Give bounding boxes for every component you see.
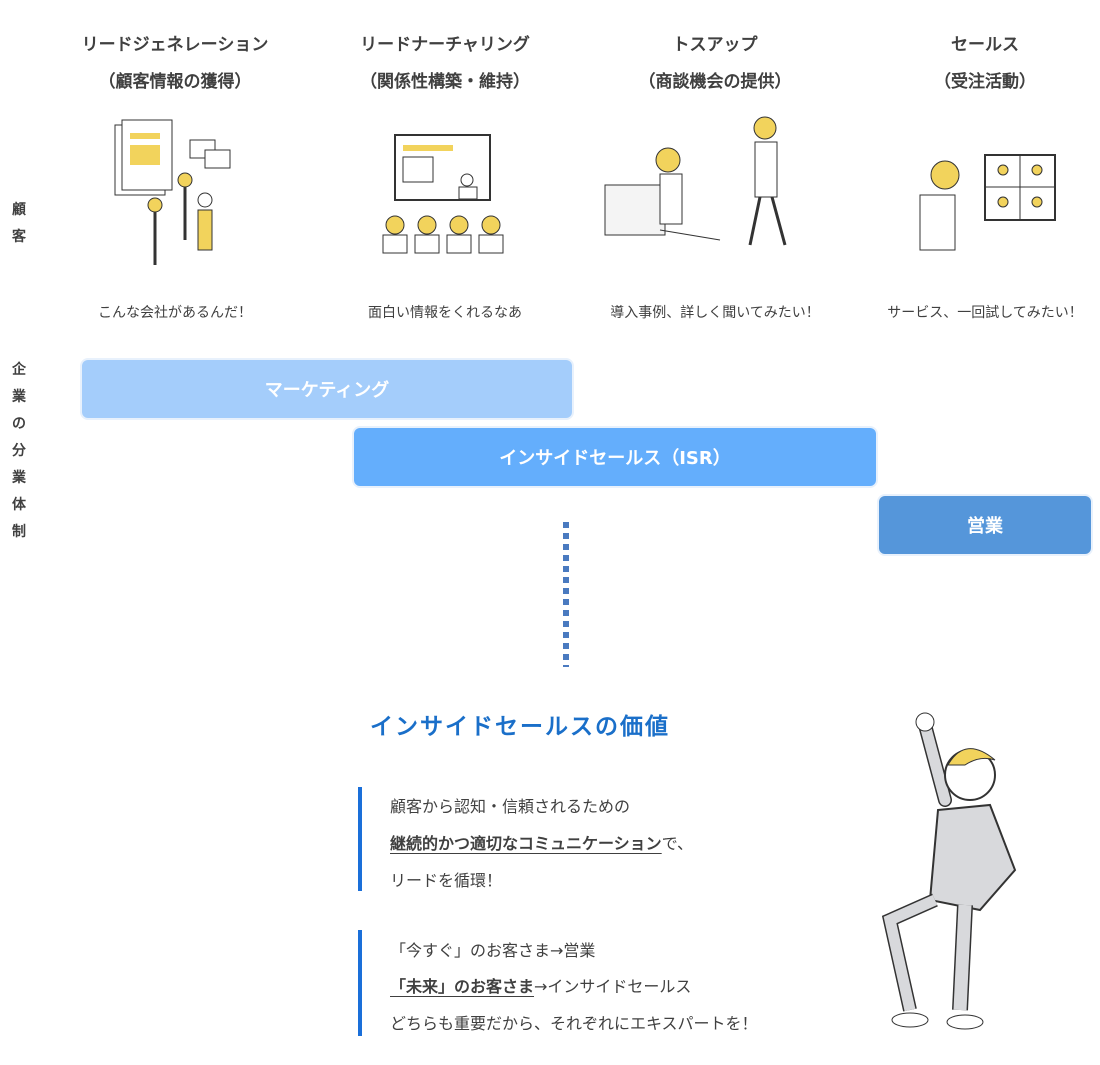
quote-bar: [358, 930, 362, 1036]
marketing-bar: マーケティング: [82, 360, 572, 418]
side-label-company: 企業の分業体制: [12, 362, 26, 540]
emphasis-text: 「未来」のお客さま: [390, 977, 535, 996]
inside-sales-bar: インサイドセールス（ISR）: [354, 428, 876, 486]
customer-quote: 面白い情報をくれるなあ: [368, 305, 522, 321]
value-text: で、: [661, 834, 694, 853]
emphasis-text: 継続的かつ適切なコミュニケーション: [390, 834, 662, 853]
side-label-customer: 顧客: [12, 202, 26, 245]
value-text: 継続的かつ適切なコミュニケーションで、: [390, 830, 693, 854]
customer-quote: サービス、一回試してみたい！: [887, 305, 1083, 321]
value-text: 「今すぐ」のお客さま→営業: [390, 941, 596, 960]
lead-nurturing-illustration: [382, 134, 504, 254]
customer-quote: こんな会社があるんだ！: [98, 305, 252, 321]
cheering-person-illustration: [881, 712, 1017, 1030]
value-text: どちらも重要だから、それぞれにエキスパートを！: [390, 1014, 758, 1033]
toss-up-illustration: [604, 116, 787, 246]
column-title-sales: セールス（受注活動）: [934, 35, 1036, 92]
sales-bar: 営業: [879, 496, 1091, 554]
column-title-lead-nurturing: リードナーチャリング（関係性構築・維持）: [360, 35, 530, 92]
value-title: インサイドセールスの価値: [370, 714, 670, 740]
column-title-lead-generation: リードジェネレーション（顧客情報の獲得）: [81, 35, 269, 92]
customer-quote: 導入事例、詳しく聞いてみたい！: [610, 305, 820, 321]
quote-bar: [358, 787, 362, 891]
lead-generation-illustration: [114, 119, 231, 265]
value-text: →インサイドセールス: [534, 977, 692, 996]
value-text: リードを循環！: [390, 871, 503, 890]
column-title-toss-up: トスアップ（商談機会の提供）: [638, 35, 792, 92]
sales-illustration: [919, 154, 1056, 251]
value-text: 顧客から認知・信頼されるための: [390, 797, 631, 816]
value-text: 「未来」のお客さま→インサイドセールス: [390, 973, 691, 997]
dotted-connector: [563, 522, 569, 667]
